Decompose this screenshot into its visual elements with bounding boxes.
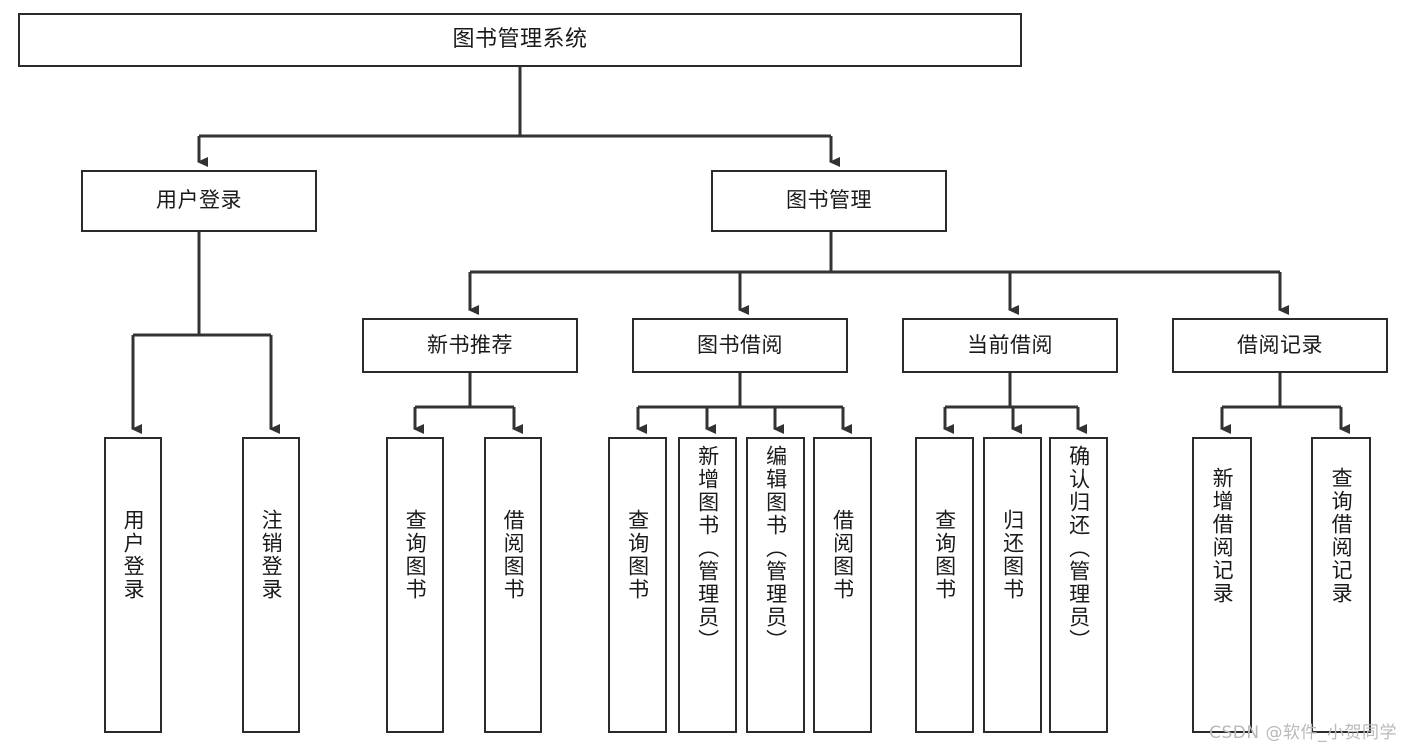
node-label: 查询借阅记录 [1329,467,1354,605]
node-label: 新增图书（管理员） [695,445,720,652]
node-label: 归还图书 [1000,509,1025,601]
node-label: 借阅记录 [1237,332,1323,357]
node-book-management[interactable]: 图书管理 [711,170,947,232]
node-book-borrow[interactable]: 图书借阅 [632,318,848,373]
node-label: 确认归还（管理员） [1066,445,1091,652]
node-label: 查询图书 [403,509,428,601]
leaf-current-borrow-return[interactable]: 归还图书 [983,437,1042,733]
node-label: 查询图书 [625,509,650,601]
leaf-book-borrow-borrow[interactable]: 借阅图书 [813,437,872,733]
leaf-new-book-borrow[interactable]: 借阅图书 [484,437,542,733]
node-label: 注销登录 [259,509,284,601]
leaf-current-borrow-query[interactable]: 查询图书 [915,437,974,733]
leaf-user-login-logout[interactable]: 注销登录 [242,437,300,733]
node-label: 图书管理系统 [452,26,588,52]
node-label: 用户登录 [156,188,242,213]
leaf-borrow-record-query[interactable]: 查询借阅记录 [1311,437,1371,733]
node-label: 借阅图书 [830,509,855,601]
node-label: 新书推荐 [427,332,513,357]
node-label: 图书管理 [786,188,872,213]
node-label: 当前借阅 [967,332,1053,357]
leaf-book-borrow-add[interactable]: 新增图书（管理员） [678,437,737,733]
node-label: 编辑图书（管理员） [763,445,788,652]
leaf-book-borrow-query[interactable]: 查询图书 [608,437,667,733]
node-new-book-recommend[interactable]: 新书推荐 [362,318,578,373]
node-borrow-record[interactable]: 借阅记录 [1172,318,1388,373]
node-label: 用户登录 [121,509,146,601]
leaf-current-borrow-confirm[interactable]: 确认归还（管理员） [1049,437,1108,733]
node-label: 借阅图书 [501,509,526,601]
leaf-new-book-query[interactable]: 查询图书 [386,437,444,733]
leaf-book-borrow-edit[interactable]: 编辑图书（管理员） [746,437,805,733]
node-user-login[interactable]: 用户登录 [81,170,317,232]
leaf-borrow-record-add[interactable]: 新增借阅记录 [1192,437,1252,733]
node-current-borrow[interactable]: 当前借阅 [902,318,1118,373]
node-label: 查询图书 [932,509,957,601]
leaf-user-login-login[interactable]: 用户登录 [104,437,162,733]
node-label: 图书借阅 [697,332,783,357]
csdn-watermark: CSDN @软件_小贺同学 [1209,723,1397,743]
node-label: 新增借阅记录 [1210,467,1235,605]
node-root-system[interactable]: 图书管理系统 [18,13,1022,67]
